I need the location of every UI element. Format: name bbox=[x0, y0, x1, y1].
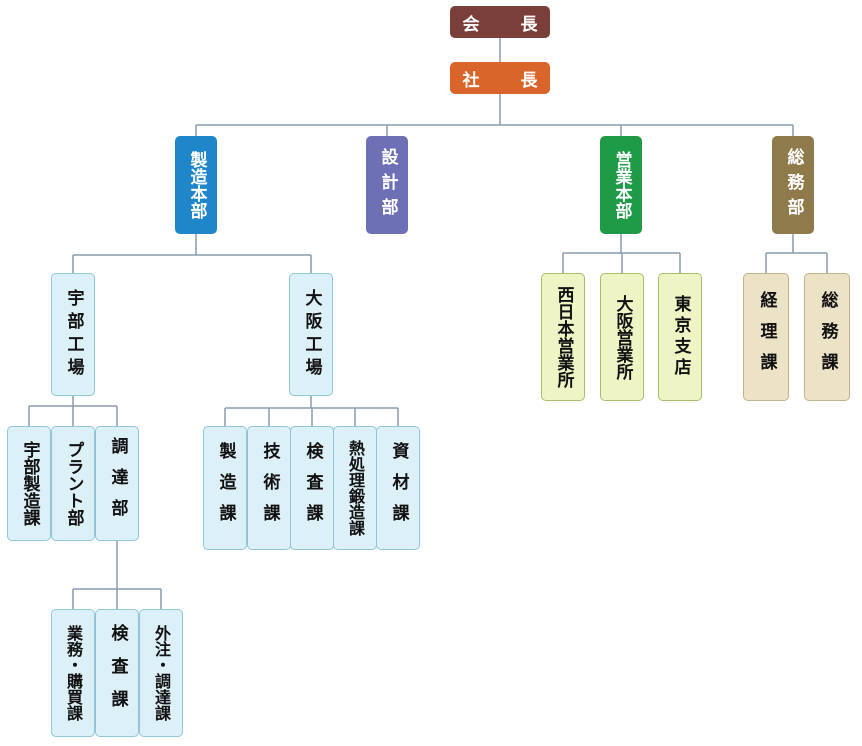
utsunomiya-production-section-label: 宇部製造課 bbox=[19, 441, 40, 526]
accounting-section-label: 経理課 bbox=[756, 290, 777, 384]
osaka-inspection-section-label: 検査課 bbox=[302, 441, 323, 535]
president-label: 社 長 bbox=[462, 70, 550, 91]
business-purchasing-section-label: 業務・購買課 bbox=[64, 625, 83, 721]
materials-section-label: 資材課 bbox=[388, 441, 409, 535]
outsourcing-procurement-section-label: 外注・調達課 bbox=[152, 625, 171, 721]
materials-section-box: 資材課 bbox=[376, 426, 420, 550]
technology-section-label: 技術課 bbox=[259, 441, 280, 535]
osaka-production-section-box: 製造課 bbox=[203, 426, 247, 550]
general-section-box: 総務課 bbox=[804, 273, 850, 401]
heat-treatment-forging-section-box: 熱処理鍛造課 bbox=[333, 426, 377, 550]
general-affairs-division-label: 総務部 bbox=[783, 147, 804, 223]
heat-treatment-forging-section-label: 熱処理鍛造課 bbox=[346, 440, 365, 536]
chairman-box: 会 長 bbox=[450, 6, 550, 38]
osaka-inspection-section-box: 検査課 bbox=[290, 426, 334, 550]
president-box: 社 長 bbox=[450, 62, 550, 94]
design-division-label: 設計部 bbox=[377, 147, 398, 223]
sales-division-label: 営業本部 bbox=[611, 151, 632, 219]
design-division-box: 設計部 bbox=[366, 136, 408, 234]
chairman-label: 会 長 bbox=[462, 14, 550, 35]
osaka-production-section-label: 製造課 bbox=[215, 441, 236, 535]
plant-department-label: プラント部 bbox=[63, 441, 84, 526]
manufacturing-division-box: 製造本部 bbox=[175, 136, 217, 234]
general-section-label: 総務課 bbox=[817, 290, 838, 384]
manufacturing-division-label: 製造本部 bbox=[186, 151, 207, 219]
utsunomiya-factory-box: 宇部工場 bbox=[51, 273, 95, 396]
procurement-inspection-section-box: 検査課 bbox=[95, 609, 139, 737]
utsunomiya-production-section-box: 宇部製造課 bbox=[7, 426, 51, 541]
technology-section-box: 技術課 bbox=[247, 426, 291, 550]
procurement-inspection-section-label: 検査課 bbox=[107, 623, 128, 723]
procurement-department-box: 調達部 bbox=[95, 426, 139, 541]
general-affairs-division-box: 総務部 bbox=[772, 136, 814, 234]
west-japan-office-label: 西日本営業所 bbox=[553, 286, 574, 388]
procurement-department-label: 調達部 bbox=[107, 437, 128, 530]
outsourcing-procurement-section-box: 外注・調達課 bbox=[139, 609, 183, 737]
osaka-sales-office-label: 大阪営業所 bbox=[612, 294, 633, 380]
utsunomiya-factory-label: 宇部工場 bbox=[63, 288, 84, 381]
accounting-section-box: 経理課 bbox=[743, 273, 789, 401]
west-japan-office-box: 西日本営業所 bbox=[541, 273, 585, 401]
business-purchasing-section-box: 業務・購買課 bbox=[51, 609, 95, 737]
osaka-factory-box: 大阪工場 bbox=[289, 273, 333, 396]
tokyo-branch-box: 東京支店 bbox=[658, 273, 702, 401]
plant-department-box: プラント部 bbox=[51, 426, 95, 541]
sales-division-box: 営業本部 bbox=[600, 136, 642, 234]
osaka-sales-office-box: 大阪営業所 bbox=[600, 273, 644, 401]
osaka-factory-label: 大阪工場 bbox=[301, 288, 322, 381]
tokyo-branch-label: 東京支店 bbox=[670, 295, 691, 379]
